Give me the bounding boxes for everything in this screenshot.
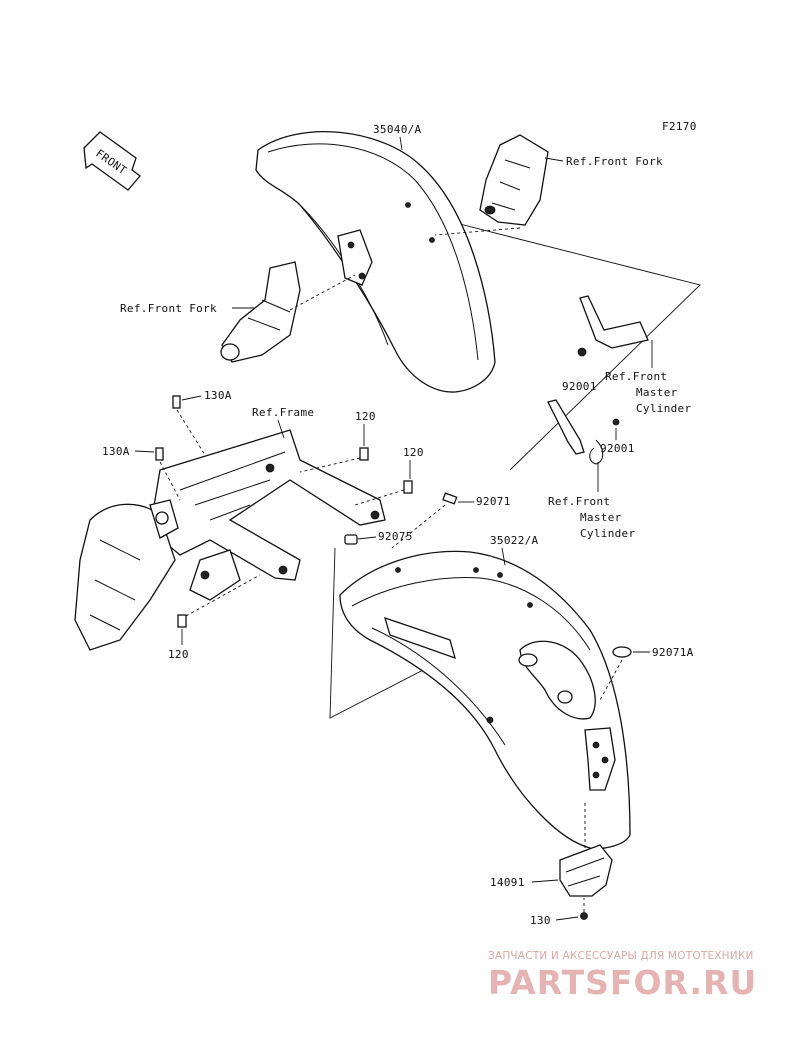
watermark: ЗАПЧАСТИ И АКСЕССУАРЫ ДЛЯ МОТОТЕХНИКИ PA… (488, 950, 788, 1002)
rear-frame (74, 429, 386, 651)
front-direction-arrow-icon: FRONT (83, 131, 141, 191)
part-92075-label: 92075 (378, 530, 413, 543)
bolt-130a-top-label: 130A (204, 389, 232, 402)
bolt-130a-top (172, 395, 206, 456)
part-92071a-label: 92071A (652, 646, 694, 659)
diagram-code: F2170 (662, 120, 697, 133)
ref-front-fork-top-label: Ref.Front Fork (566, 155, 663, 168)
bolt-120-c-label: 120 (168, 648, 189, 661)
clamp-92001-a-label: 92001 (562, 380, 597, 393)
cover-14091 (559, 800, 613, 897)
bolt-130 (580, 898, 588, 920)
bolt-120-b (354, 480, 413, 506)
bolt-120-a (299, 447, 369, 473)
clamp-92001-b-label: 92001 (600, 442, 635, 455)
rubber-92071 (442, 492, 458, 505)
bolt-120-b-label: 120 (403, 446, 424, 459)
ref-master-cylinder-b-line1: Ref.Front (548, 495, 610, 508)
ref-master-cylinder-a-line1: Ref.Front (605, 370, 667, 383)
ref-master-cylinder-a-line3: Cylinder (636, 402, 691, 415)
ref-master-cylinder-b-line2: Master (580, 511, 622, 524)
collar-92075 (344, 534, 358, 545)
front-fender-label: 35040/A (373, 123, 422, 136)
ref-frame-label: Ref.Frame (252, 406, 314, 419)
part-130-label: 130 (530, 914, 551, 927)
brake-hose-clamp-lower (547, 399, 620, 465)
rear-fender-label: 35022/A (490, 534, 539, 547)
bolt-130a-left (155, 447, 181, 501)
grommet-92071a (599, 646, 632, 701)
part-92071-label: 92071 (476, 495, 511, 508)
front-fork-right (479, 134, 549, 226)
bolt-120-a-label: 120 (355, 410, 376, 423)
rear-fender (339, 550, 631, 850)
bolt-130a-left-label: 130A (102, 445, 130, 458)
front-fork-left (220, 261, 301, 363)
front-fender (255, 131, 496, 393)
watermark-logo: PARTSFOR.RU (488, 963, 758, 1002)
ref-master-cylinder-b-line3: Cylinder (580, 527, 635, 540)
brake-hose-clamp-upper (577, 295, 649, 357)
bolt-120-c (177, 574, 261, 628)
part-14091-label: 14091 (490, 876, 525, 889)
watermark-tagline: ЗАПЧАСТИ И АКСЕССУАРЫ ДЛЯ МОТОТЕХНИКИ (488, 950, 754, 962)
ref-front-fork-left-label: Ref.Front Fork (120, 302, 217, 315)
callout-frame-line (451, 221, 701, 471)
ref-master-cylinder-a-line2: Master (636, 386, 678, 399)
